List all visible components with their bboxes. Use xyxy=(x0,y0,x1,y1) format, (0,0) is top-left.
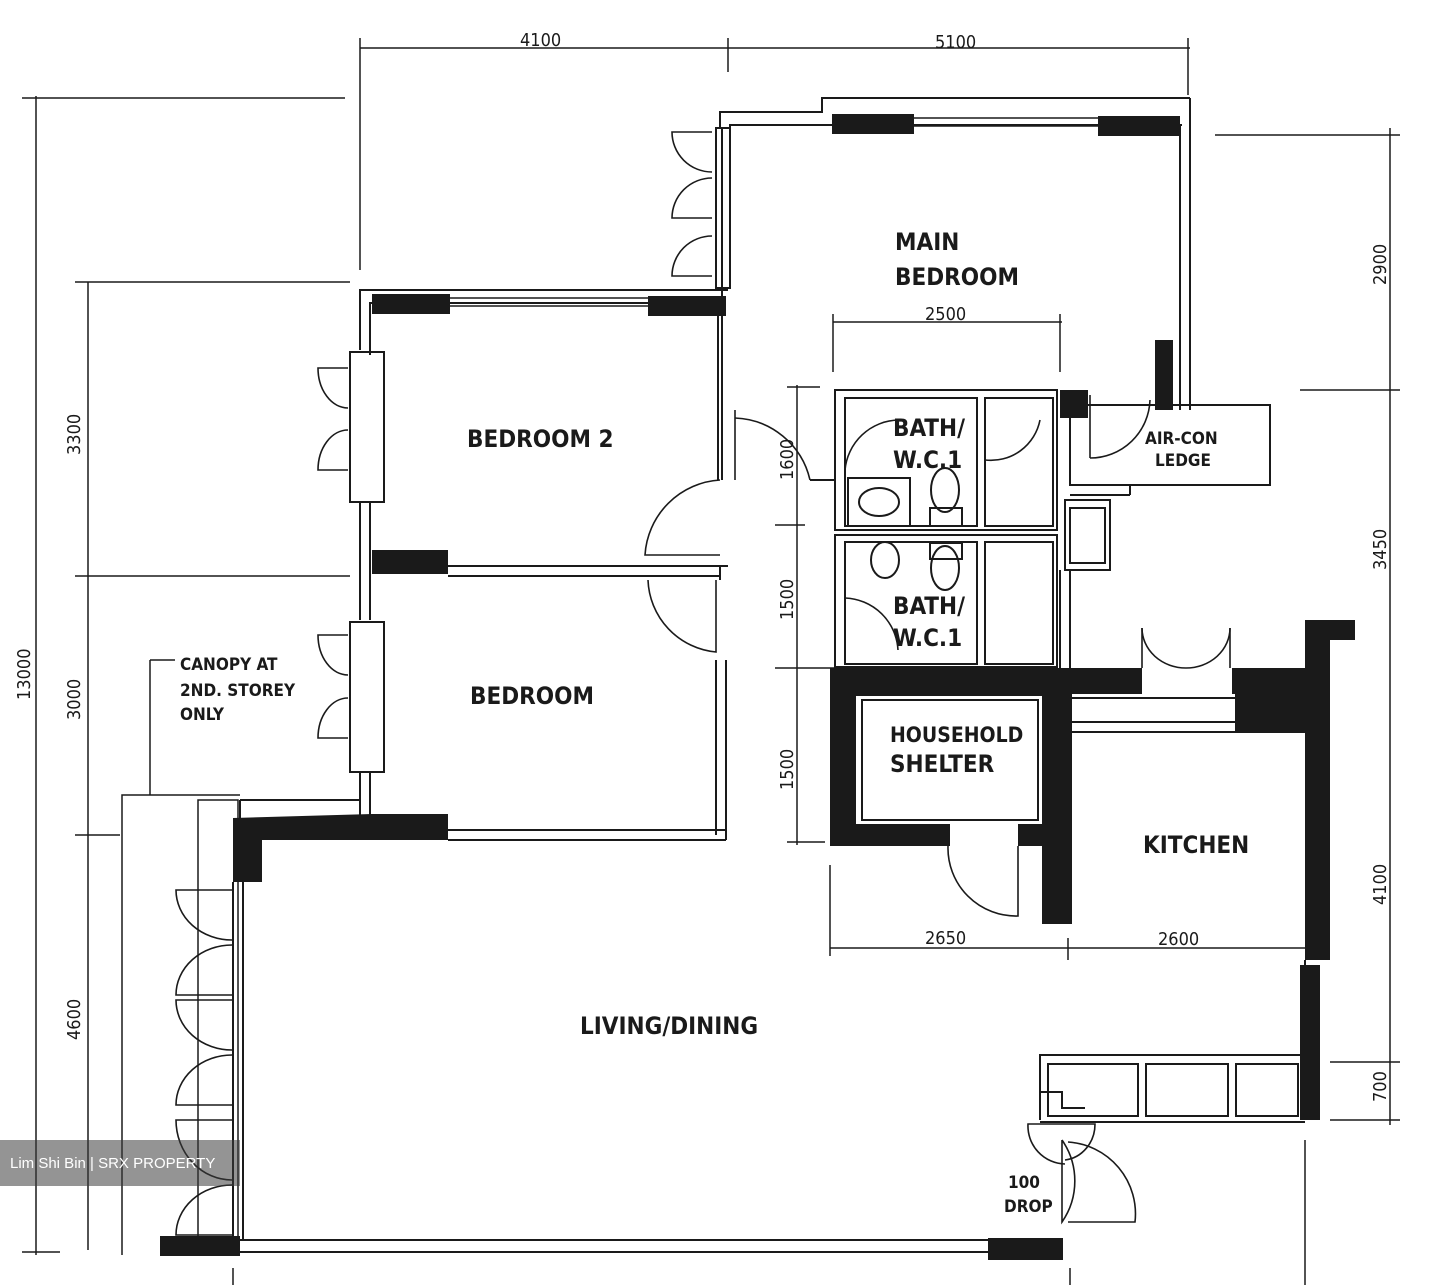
bedroom-3-label: BEDROOM xyxy=(470,682,594,710)
canopy-label-line1: CANOPY AT xyxy=(180,655,278,675)
main-bedroom-label-line1: MAIN xyxy=(895,228,959,256)
living-dining-label: LIVING/DINING xyxy=(580,1012,758,1040)
dim-right-1: 2900 xyxy=(1370,244,1391,285)
shelter-label-line1: HOUSEHOLD xyxy=(890,723,1023,747)
aircon-label-line1: AIR-CON xyxy=(1145,429,1218,449)
walls xyxy=(121,97,1355,1260)
dim-top-right: 5100 xyxy=(935,32,976,53)
dimension-lines xyxy=(22,38,1400,1285)
dim-right-2: 3450 xyxy=(1370,529,1391,570)
dim-top-left: 4100 xyxy=(520,30,561,51)
dim-total-left: 13000 xyxy=(14,648,35,700)
dim-right-3: 4100 xyxy=(1370,864,1391,905)
bedroom-2-label: BEDROOM 2 xyxy=(467,425,614,453)
drop-label-line1: 100 xyxy=(1008,1173,1040,1193)
bath-2-label-line1: BATH/ xyxy=(893,592,965,620)
canopy-label-line3: ONLY xyxy=(180,705,225,725)
aircon-label-line2: LEDGE xyxy=(1155,451,1211,471)
drop-label-line2: DROP xyxy=(1004,1197,1053,1217)
main-bedroom-label-line2: BEDROOM xyxy=(895,263,1019,291)
dim-center-2: 1500 xyxy=(777,579,798,620)
shelter-label-line2: SHELTER xyxy=(890,750,995,778)
dim-center-1: 1600 xyxy=(777,439,798,480)
dim-bath-width: 2500 xyxy=(925,304,966,325)
canopy-label-line2: 2ND. STOREY xyxy=(180,681,296,701)
dim-shelter-width: 2650 xyxy=(925,928,966,949)
watermark-label: Lim Shi Bin | SRX PROPERTY xyxy=(0,1140,240,1186)
dim-right-4: 700 xyxy=(1370,1071,1391,1102)
bath-1-label-line2: W.C.1 xyxy=(893,446,962,474)
doors xyxy=(175,131,1231,1236)
dim-left-1: 3300 xyxy=(64,414,85,455)
dim-center-3: 1500 xyxy=(777,749,798,790)
dim-left-2: 3000 xyxy=(64,679,85,720)
kitchen-label: KITCHEN xyxy=(1143,831,1249,859)
bath-1-label-line1: BATH/ xyxy=(893,414,965,442)
bath-2-label-line2: W.C.1 xyxy=(893,624,962,652)
dim-left-3: 4600 xyxy=(64,999,85,1040)
dim-kitchen-width: 2600 xyxy=(1158,929,1199,950)
